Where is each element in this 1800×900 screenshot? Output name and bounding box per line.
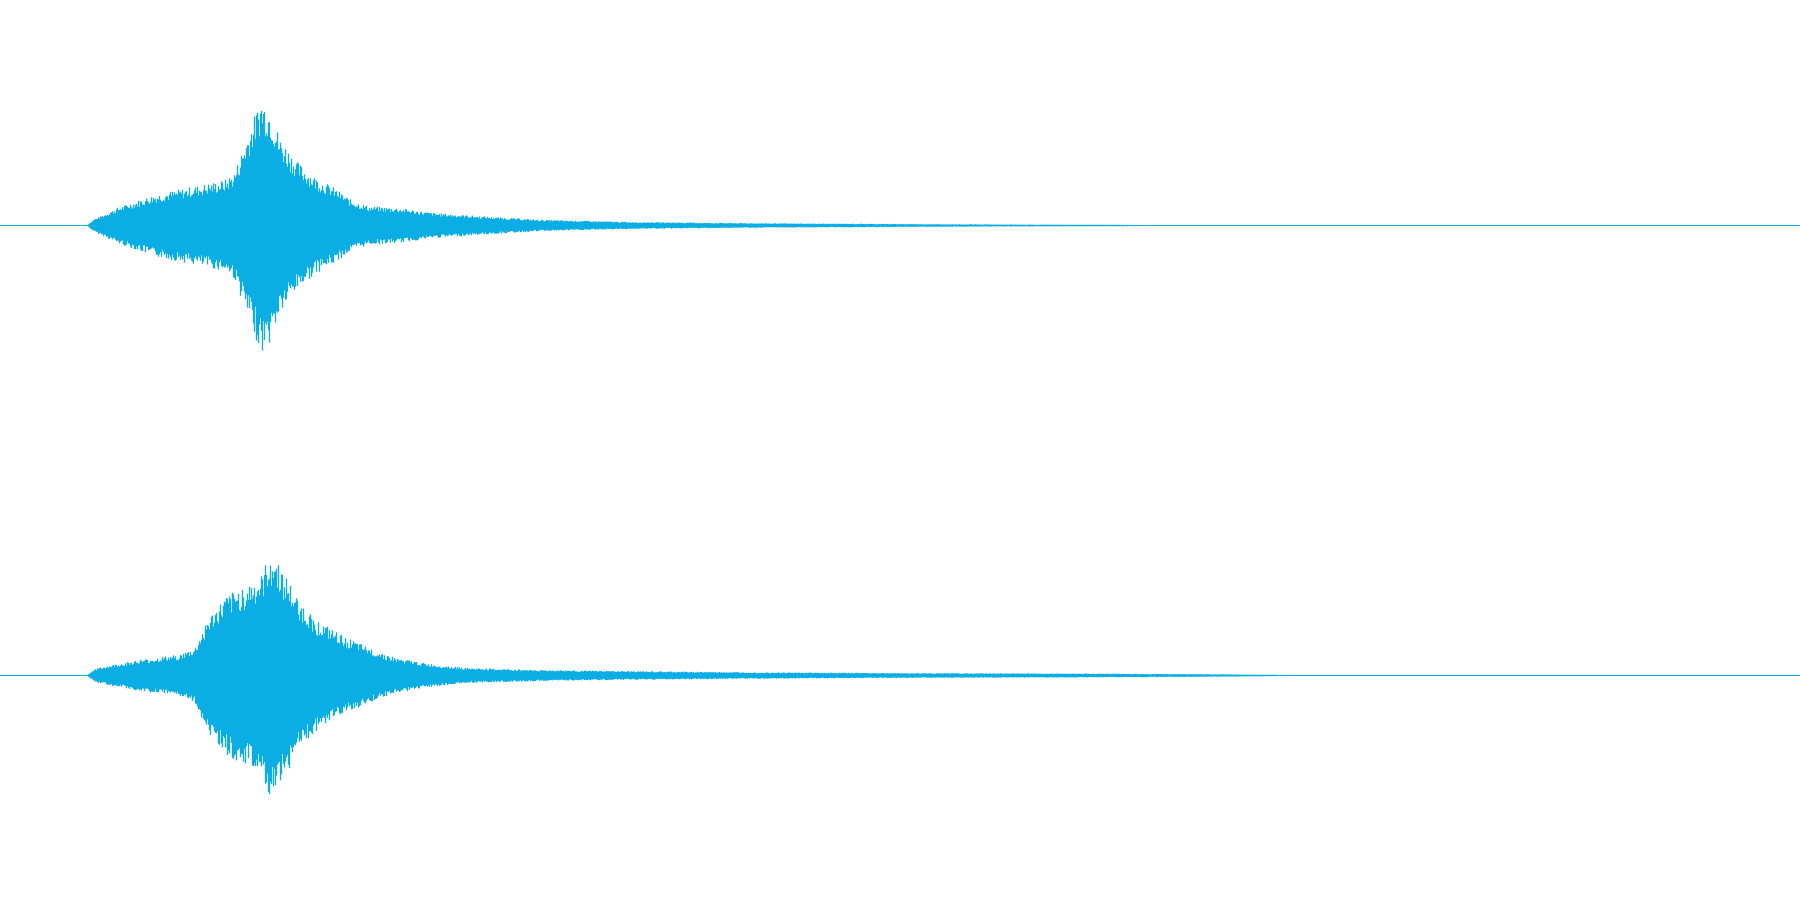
channel-1-waveform <box>86 110 1248 351</box>
channel-2-waveform <box>86 565 1362 794</box>
waveform-channel-2 <box>0 565 1800 794</box>
waveform-channel-1 <box>0 110 1800 351</box>
